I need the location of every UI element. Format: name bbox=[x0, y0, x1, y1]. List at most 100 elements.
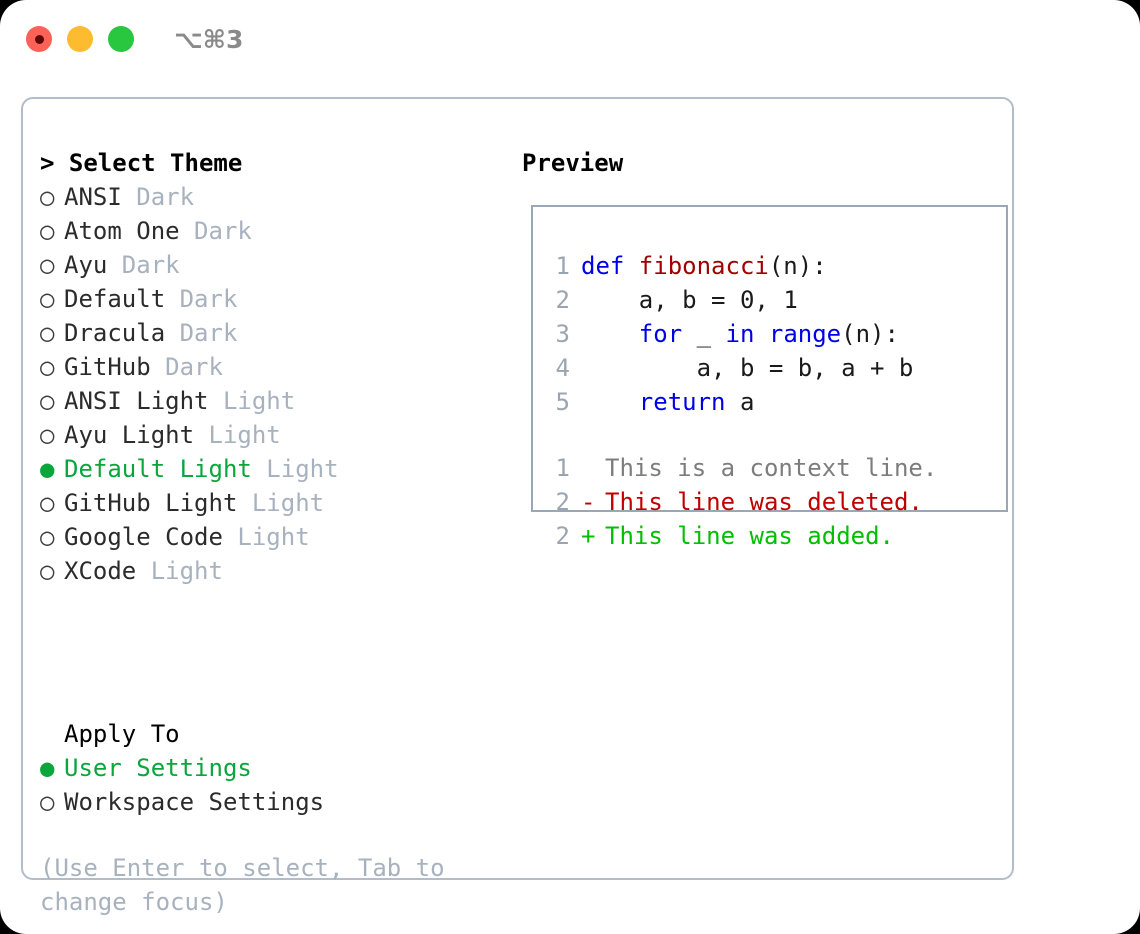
theme-option-name: GitHub bbox=[64, 353, 151, 381]
radio-unselected-icon: ○ bbox=[40, 353, 55, 381]
radio-selected-icon: ● bbox=[40, 455, 55, 483]
line-number: 4 bbox=[555, 354, 570, 382]
apply-to-options: ● User Settings ○Workspace Settings bbox=[40, 751, 490, 819]
theme-option[interactable]: ● Default Light Light bbox=[40, 452, 490, 486]
radio-unselected-icon: ○ bbox=[40, 251, 55, 279]
code-token: for bbox=[638, 320, 683, 348]
theme-option-tag: Dark bbox=[179, 217, 252, 245]
radio-unselected-icon: ○ bbox=[40, 788, 55, 816]
theme-option[interactable]: ○ Atom One Dark bbox=[40, 214, 490, 248]
radio-unselected-icon: ○ bbox=[40, 319, 55, 347]
diff-sign: + bbox=[581, 522, 596, 550]
theme-option[interactable]: ○ Ayu Light Light bbox=[40, 418, 490, 452]
theme-option-name: Ayu Light bbox=[64, 421, 195, 449]
apply-to-option[interactable]: ○Workspace Settings bbox=[40, 785, 490, 819]
code-token: _ bbox=[682, 320, 726, 348]
code-token bbox=[754, 320, 768, 348]
theme-option-tag: Light bbox=[251, 455, 339, 483]
radio-unselected-icon: ○ bbox=[40, 421, 55, 449]
code-token bbox=[581, 320, 639, 348]
code-token: (n): bbox=[768, 252, 827, 280]
theme-option-name: Default Light bbox=[64, 455, 252, 483]
line-number: 5 bbox=[555, 388, 570, 416]
theme-option-name: Atom One bbox=[64, 217, 180, 245]
code-token: range bbox=[768, 320, 842, 348]
code-line: 3 for _ in range(n): bbox=[544, 317, 1000, 351]
theme-option-tag: Light bbox=[222, 523, 310, 551]
theme-option-tag: Light bbox=[208, 387, 296, 415]
radio-unselected-icon: ○ bbox=[40, 387, 55, 415]
theme-option[interactable]: ○ANSI Light Light bbox=[40, 384, 490, 418]
theme-option-name: Default bbox=[64, 285, 166, 313]
code-token: a bbox=[725, 388, 755, 416]
radio-unselected-icon: ○ bbox=[40, 523, 55, 551]
theme-option-tag: Light bbox=[237, 489, 325, 517]
theme-option[interactable]: ○ GitHub Light Light bbox=[40, 486, 490, 520]
theme-option-name: Google Code bbox=[64, 523, 223, 551]
radio-selected-icon: ● bbox=[40, 754, 55, 782]
code-token: def bbox=[581, 252, 639, 280]
radio-unselected-icon: ○ bbox=[40, 557, 55, 585]
diff-sign bbox=[581, 451, 605, 485]
code-token: 1 bbox=[783, 286, 798, 314]
radio-unselected-icon: ○ bbox=[40, 217, 55, 245]
theme-option[interactable]: ○XCode Light bbox=[40, 554, 490, 588]
line-number: 2 bbox=[555, 522, 570, 550]
theme-option[interactable]: ○ Google Code Light bbox=[40, 520, 490, 554]
theme-option[interactable]: ○GitHub Dark bbox=[40, 350, 490, 384]
theme-option-name: GitHub Light bbox=[64, 489, 238, 517]
zoom-button[interactable] bbox=[108, 26, 134, 52]
diff-line: 1 This is a context line. bbox=[544, 451, 1000, 485]
apply-to-option-label: User Settings bbox=[64, 754, 252, 782]
apply-to-title: Apply To bbox=[64, 720, 180, 748]
theme-options: ○ ANSI Dark ○ Atom One Dark ○ Ayu Dark ○ Defaul… bbox=[40, 180, 490, 588]
theme-option-tag: Dark bbox=[107, 251, 180, 279]
preview-label: Preview bbox=[522, 149, 624, 177]
theme-option-name: XCode bbox=[64, 557, 137, 585]
theme-option[interactable]: ○ Ayu Dark bbox=[40, 248, 490, 282]
radio-unselected-icon: ○ bbox=[40, 285, 55, 313]
code-token: return bbox=[638, 388, 726, 416]
minimize-button[interactable] bbox=[67, 26, 93, 52]
code-line: 5 return a bbox=[544, 385, 1000, 419]
radio-unselected-icon: ○ bbox=[40, 183, 55, 211]
theme-option[interactable]: ○ANSI Dark bbox=[40, 180, 490, 214]
diff-line: 2 + This line was added. bbox=[544, 519, 1000, 553]
radio-unselected-icon: ○ bbox=[40, 489, 55, 517]
code-line: 1 def fibonacci(n): bbox=[544, 249, 1000, 283]
theme-option-tag: Dark bbox=[165, 319, 238, 347]
theme-list: > Select Theme ○ANSI Dark○Atom One Dark○… bbox=[40, 146, 490, 588]
code-line: 4 a, b = b, a + b bbox=[544, 351, 1000, 385]
diff-text: This is a context line. bbox=[605, 454, 938, 482]
theme-option[interactable]: ○Dracula Dark bbox=[40, 316, 490, 350]
theme-option[interactable]: ○ Default Dark bbox=[40, 282, 490, 316]
apply-to-option[interactable]: ● User Settings bbox=[40, 751, 490, 785]
theme-selector-column: > Select Theme ○ANSI Dark○Atom One Dark○… bbox=[23, 99, 501, 916]
theme-list-header: > Select Theme bbox=[40, 149, 243, 177]
apply-to-section: Apply To ● User Settings ○Workspace Settin… bbox=[40, 717, 490, 819]
diff-sign: - bbox=[581, 488, 596, 516]
title-bar: ⌥⌘3 bbox=[0, 0, 1140, 78]
close-button[interactable] bbox=[26, 26, 52, 52]
keyboard-shortcut-label: ⌥⌘3 bbox=[174, 24, 244, 54]
diff-text: This line was deleted. bbox=[605, 488, 923, 516]
code-token: (n): bbox=[841, 320, 899, 348]
theme-option-tag: Light bbox=[194, 421, 281, 449]
code-token bbox=[581, 388, 639, 416]
line-number: 1 bbox=[555, 454, 570, 482]
theme-option-name: Ayu bbox=[64, 251, 108, 279]
code-token: a, b = b, a + b bbox=[581, 354, 914, 382]
code-token: fibonacci bbox=[638, 252, 769, 280]
diff-sample: 1 This is a context line. 2-This line was… bbox=[544, 451, 1000, 553]
line-number: 1 bbox=[555, 252, 570, 280]
theme-option-name: ANSI bbox=[64, 183, 122, 211]
main-panel: > Select Theme ○ANSI Dark○Atom One Dark○… bbox=[21, 97, 1014, 916]
code-token: 0 bbox=[739, 286, 755, 314]
code-diff-spacer bbox=[544, 419, 1000, 451]
theme-option-tag: Dark bbox=[165, 285, 238, 313]
diff-text: This line was added. bbox=[605, 522, 894, 550]
